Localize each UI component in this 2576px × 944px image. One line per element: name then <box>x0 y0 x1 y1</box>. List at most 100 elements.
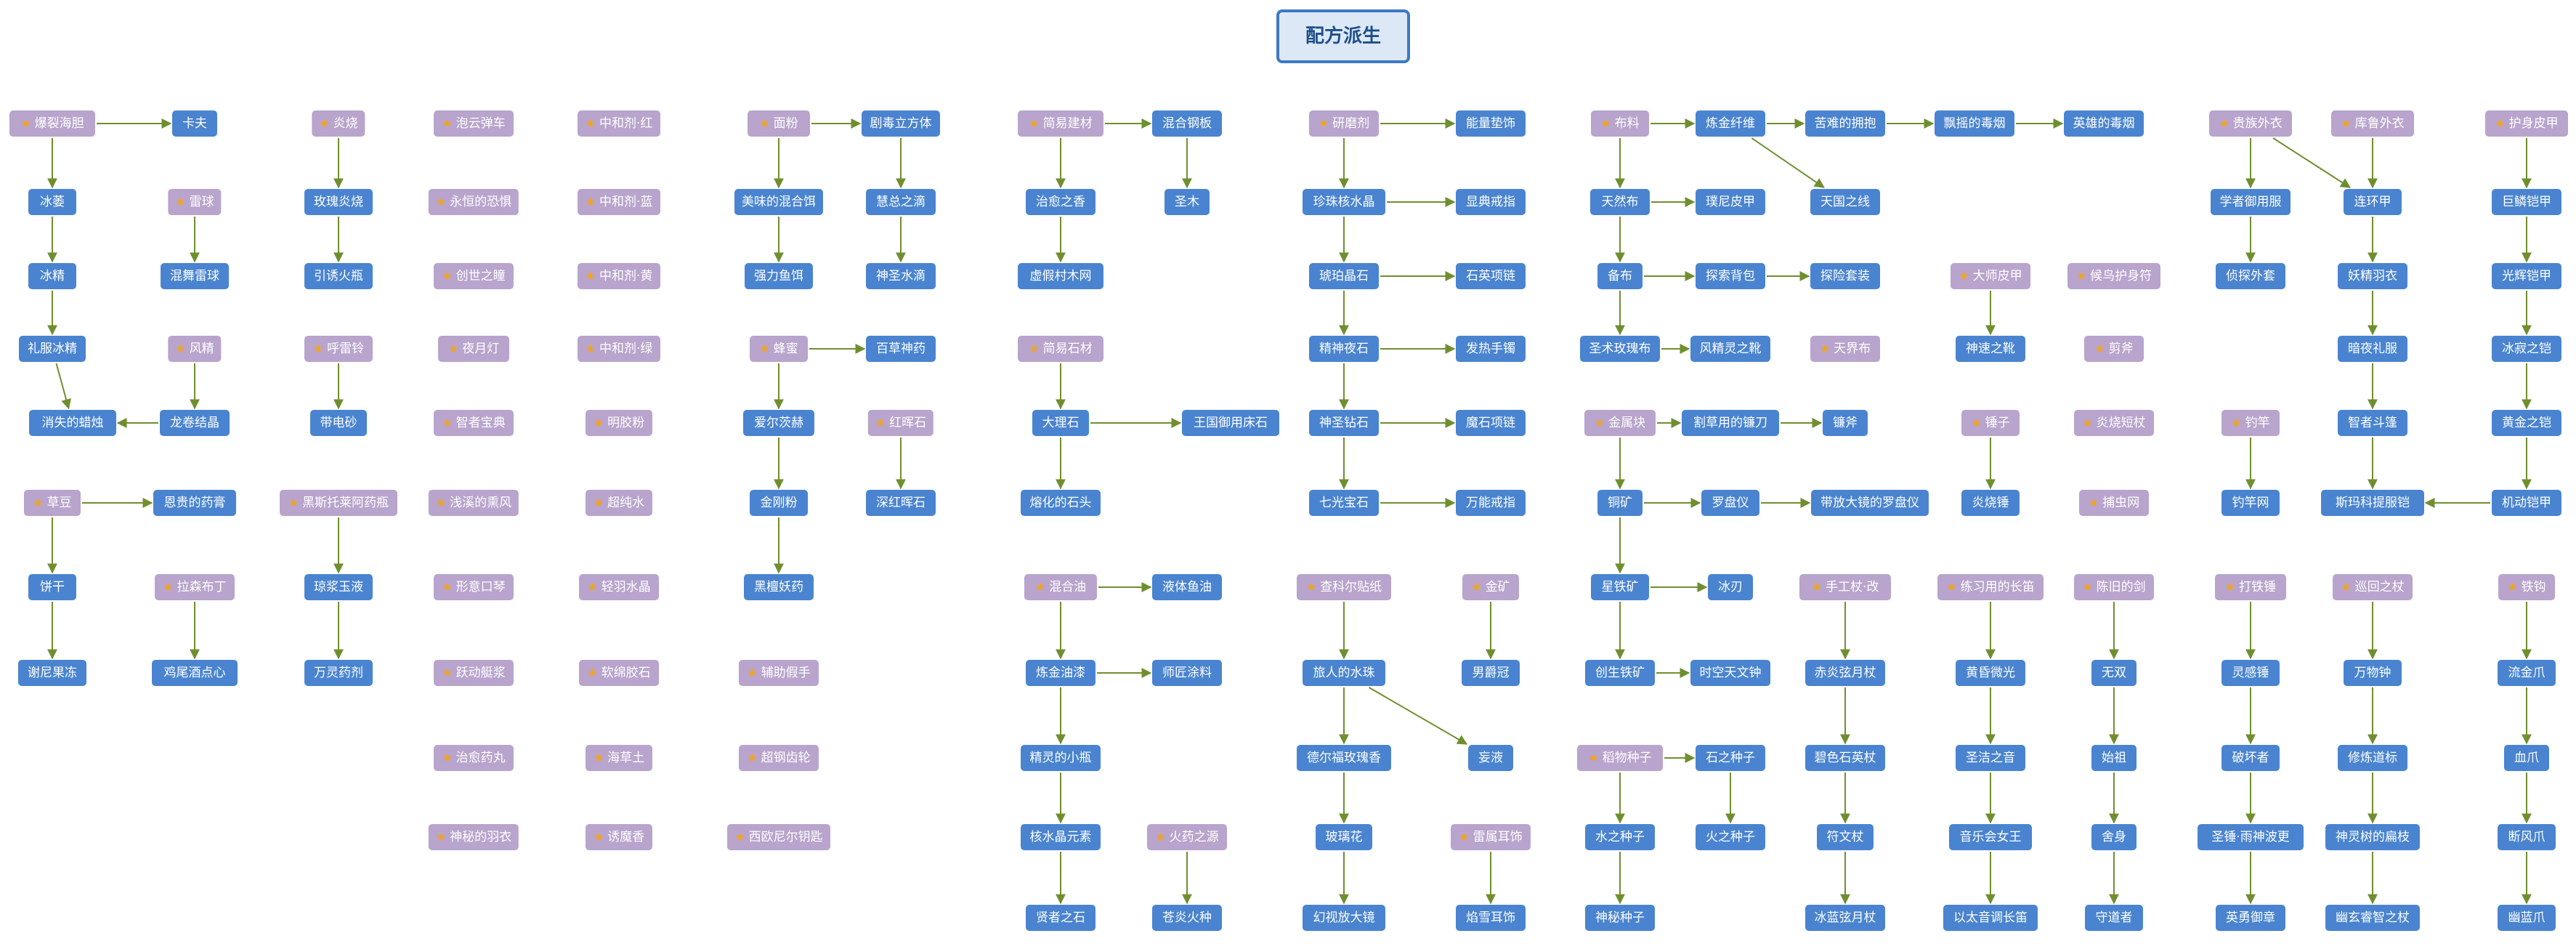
recipe-node-n64[interactable]: 虚假村木网 <box>1018 263 1103 289</box>
recipe-node-n145[interactable]: ★剪斧 <box>2084 336 2144 362</box>
recipe-node-n160[interactable]: 破坏者 <box>2221 745 2280 771</box>
recipe-node-n87[interactable]: 石英项链 <box>1456 263 1526 289</box>
recipe-node-n159[interactable]: 灵感锤 <box>2221 660 2280 686</box>
recipe-node-n71[interactable]: 液体鱼油 <box>1152 574 1222 600</box>
recipe-node-n156[interactable]: ★钓竿 <box>2221 410 2280 436</box>
recipe-node-n40[interactable]: ★超纯水 <box>586 490 652 516</box>
recipe-node-n23[interactable]: 琼浆玉液 <box>304 574 373 600</box>
recipe-node-n162[interactable]: 英勇御章 <box>2216 905 2285 931</box>
recipe-node-n86[interactable]: 显典戒指 <box>1456 189 1526 215</box>
recipe-node-n125[interactable]: ★稻物种子 <box>1577 745 1663 771</box>
recipe-node-n142[interactable]: 音乐会女王 <box>1949 824 2032 850</box>
recipe-node-n123[interactable]: 创生铁矿 <box>1585 660 1655 686</box>
recipe-node-n27[interactable]: ★创世之瞳 <box>434 263 514 289</box>
recipe-node-n20[interactable]: ★呼雷铃 <box>304 336 373 362</box>
recipe-node-n62[interactable]: 混合钢板 <box>1152 110 1222 137</box>
recipe-node-n32[interactable]: ★跃动艇浆 <box>434 660 514 686</box>
recipe-node-n183[interactable]: 断风爪 <box>2498 824 2556 850</box>
recipe-node-n80[interactable]: 能量垫饰 <box>1456 110 1526 137</box>
recipe-node-n26[interactable]: ★永恒的恐惧 <box>428 189 519 215</box>
recipe-node-n104[interactable]: 飘摇的毒烟 <box>1935 110 2014 137</box>
recipe-node-n116[interactable]: 割草用的镰刀 <box>1682 410 1779 436</box>
recipe-node-n94[interactable]: 玻璃花 <box>1316 824 1372 850</box>
recipe-node-n43[interactable]: ★海草土 <box>586 745 652 771</box>
recipe-node-n141[interactable]: 圣洁之音 <box>1956 745 2025 771</box>
recipe-node-n42[interactable]: ★软绵胶石 <box>579 660 659 686</box>
recipe-node-n12[interactable]: 恩贵的药膏 <box>153 490 236 516</box>
recipe-node-n11[interactable]: ★草豆 <box>24 490 81 516</box>
recipe-node-n63[interactable]: 治愈之香 <box>1026 189 1095 215</box>
recipe-node-n48[interactable]: 强力鱼饵 <box>745 263 813 289</box>
recipe-node-n184[interactable]: 幽蓝爪 <box>2498 905 2556 931</box>
recipe-node-n19[interactable]: 引诱火瓶 <box>304 263 373 289</box>
recipe-node-n180[interactable]: ★铁钩 <box>2498 574 2555 600</box>
recipe-node-n129[interactable]: 神秘种子 <box>1585 905 1655 931</box>
recipe-node-n131[interactable]: 赤炎弦月杖 <box>1805 660 1885 686</box>
recipe-node-n37[interactable]: ★中和剂·黄 <box>578 263 660 289</box>
recipe-node-n67[interactable]: 大理石 <box>1032 410 1089 436</box>
recipe-node-n127[interactable]: 水之种子 <box>1585 824 1655 850</box>
recipe-node-n124[interactable]: 时空天文钟 <box>1690 660 1770 686</box>
recipe-node-n95[interactable]: 幻视放大镜 <box>1303 905 1385 931</box>
recipe-node-n21[interactable]: 带电砂 <box>310 410 367 436</box>
recipe-node-n152[interactable]: 守道者 <box>2085 905 2143 931</box>
recipe-node-n89[interactable]: 魔石项链 <box>1456 410 1526 436</box>
recipe-node-n54[interactable]: 金刚粉 <box>750 490 808 516</box>
recipe-node-n98[interactable]: 妄液 <box>1468 745 1513 771</box>
recipe-node-n111[interactable]: 探险套装 <box>1810 263 1880 289</box>
recipe-node-n79[interactable]: ★研磨剂 <box>1309 110 1379 137</box>
recipe-node-n133[interactable]: 符文杖 <box>1817 824 1874 850</box>
recipe-node-n122[interactable]: 冰刃 <box>1708 574 1753 600</box>
recipe-node-n74[interactable]: 精灵的小瓶 <box>1021 745 1101 771</box>
recipe-node-n41[interactable]: ★轻羽水晶 <box>579 574 659 600</box>
recipe-node-n57[interactable]: 深红晖石 <box>866 490 936 516</box>
recipe-node-n36[interactable]: ★中和剂·蓝 <box>578 189 660 215</box>
recipe-node-n177[interactable]: 冰寂之铠 <box>2492 336 2561 362</box>
recipe-node-n121[interactable]: 星铁矿 <box>1591 574 1649 600</box>
recipe-node-n120[interactable]: 带放大镜的罗盘仪 <box>1811 490 1929 516</box>
recipe-node-n126[interactable]: 石之种子 <box>1696 745 1765 771</box>
recipe-node-n7[interactable]: ★雷球 <box>168 189 222 215</box>
recipe-node-n8[interactable]: 混舞雷球 <box>161 263 229 289</box>
recipe-node-n109[interactable]: 备布 <box>1597 263 1643 289</box>
recipe-node-n44[interactable]: ★诱魔香 <box>586 824 652 850</box>
recipe-node-n119[interactable]: 罗盘仪 <box>1701 490 1759 516</box>
recipe-node-n147[interactable]: ★捕虫网 <box>2079 490 2149 516</box>
recipe-node-n169[interactable]: ★巡回之杖 <box>2333 574 2413 600</box>
recipe-node-n16[interactable]: 鸡尾酒点心 <box>152 660 238 686</box>
recipe-node-n105[interactable]: 英雄的毒烟 <box>2064 110 2144 137</box>
recipe-node-n164[interactable]: 连环甲 <box>2344 189 2402 215</box>
recipe-node-n112[interactable]: 圣术玫瑰布 <box>1580 336 1660 362</box>
recipe-node-n29[interactable]: ★智者宝典 <box>434 410 514 436</box>
recipe-node-n97[interactable]: 男爵冠 <box>1462 660 1520 686</box>
recipe-node-n35[interactable]: ★中和剂·红 <box>578 110 660 137</box>
recipe-node-n137[interactable]: ★锤子 <box>1961 410 2020 436</box>
recipe-node-n52[interactable]: 百草神药 <box>866 336 936 362</box>
recipe-node-n92[interactable]: 旅人的水珠 <box>1303 660 1385 686</box>
recipe-node-n51[interactable]: ★蜂蜜 <box>750 336 808 362</box>
recipe-node-n77[interactable]: ★火药之源 <box>1147 824 1227 850</box>
recipe-node-n60[interactable]: ★西欧尼尔钥匙 <box>727 824 830 850</box>
recipe-node-n146[interactable]: ★炎烧短杖 <box>2074 410 2154 436</box>
recipe-node-n59[interactable]: ★超钢齿轮 <box>739 745 819 771</box>
recipe-node-n30[interactable]: ★浅溪的熏风 <box>428 490 519 516</box>
recipe-node-n138[interactable]: 炎烧锤 <box>1961 490 2020 516</box>
recipe-node-n143[interactable]: 以太音调长笛 <box>1943 905 2038 931</box>
recipe-node-n10[interactable]: 龙卷结晶 <box>160 410 230 436</box>
recipe-node-n114[interactable]: ★天界布 <box>1810 336 1880 362</box>
recipe-node-n130[interactable]: ★手工杖·改 <box>1799 574 1891 600</box>
recipe-node-n167[interactable]: 智者斗篷 <box>2338 410 2407 436</box>
recipe-node-n22[interactable]: ★黑斯托莱阿药瓶 <box>280 490 397 516</box>
recipe-node-n3[interactable]: 冰萎 <box>28 189 76 215</box>
recipe-node-n176[interactable]: 光辉铠甲 <box>2492 263 2561 289</box>
recipe-node-n168[interactable]: 斯玛科提服铠 <box>2321 490 2424 516</box>
recipe-node-n85[interactable]: 七光宝石 <box>1309 490 1379 516</box>
recipe-node-n174[interactable]: ★护身皮甲 <box>2485 110 2568 137</box>
recipe-node-n153[interactable]: ★贵族外衣 <box>2209 110 2292 137</box>
recipe-node-n99[interactable]: ★雷属耳饰 <box>1451 824 1531 850</box>
recipe-node-n70[interactable]: ★混合油 <box>1024 574 1097 600</box>
recipe-node-n47[interactable]: 美味的混合饵 <box>734 189 823 215</box>
recipe-node-n78[interactable]: 苍炎火种 <box>1152 905 1222 931</box>
recipe-node-n102[interactable]: 炼金纤维 <box>1696 110 1765 137</box>
recipe-node-n84[interactable]: 神圣钻石 <box>1309 410 1379 436</box>
